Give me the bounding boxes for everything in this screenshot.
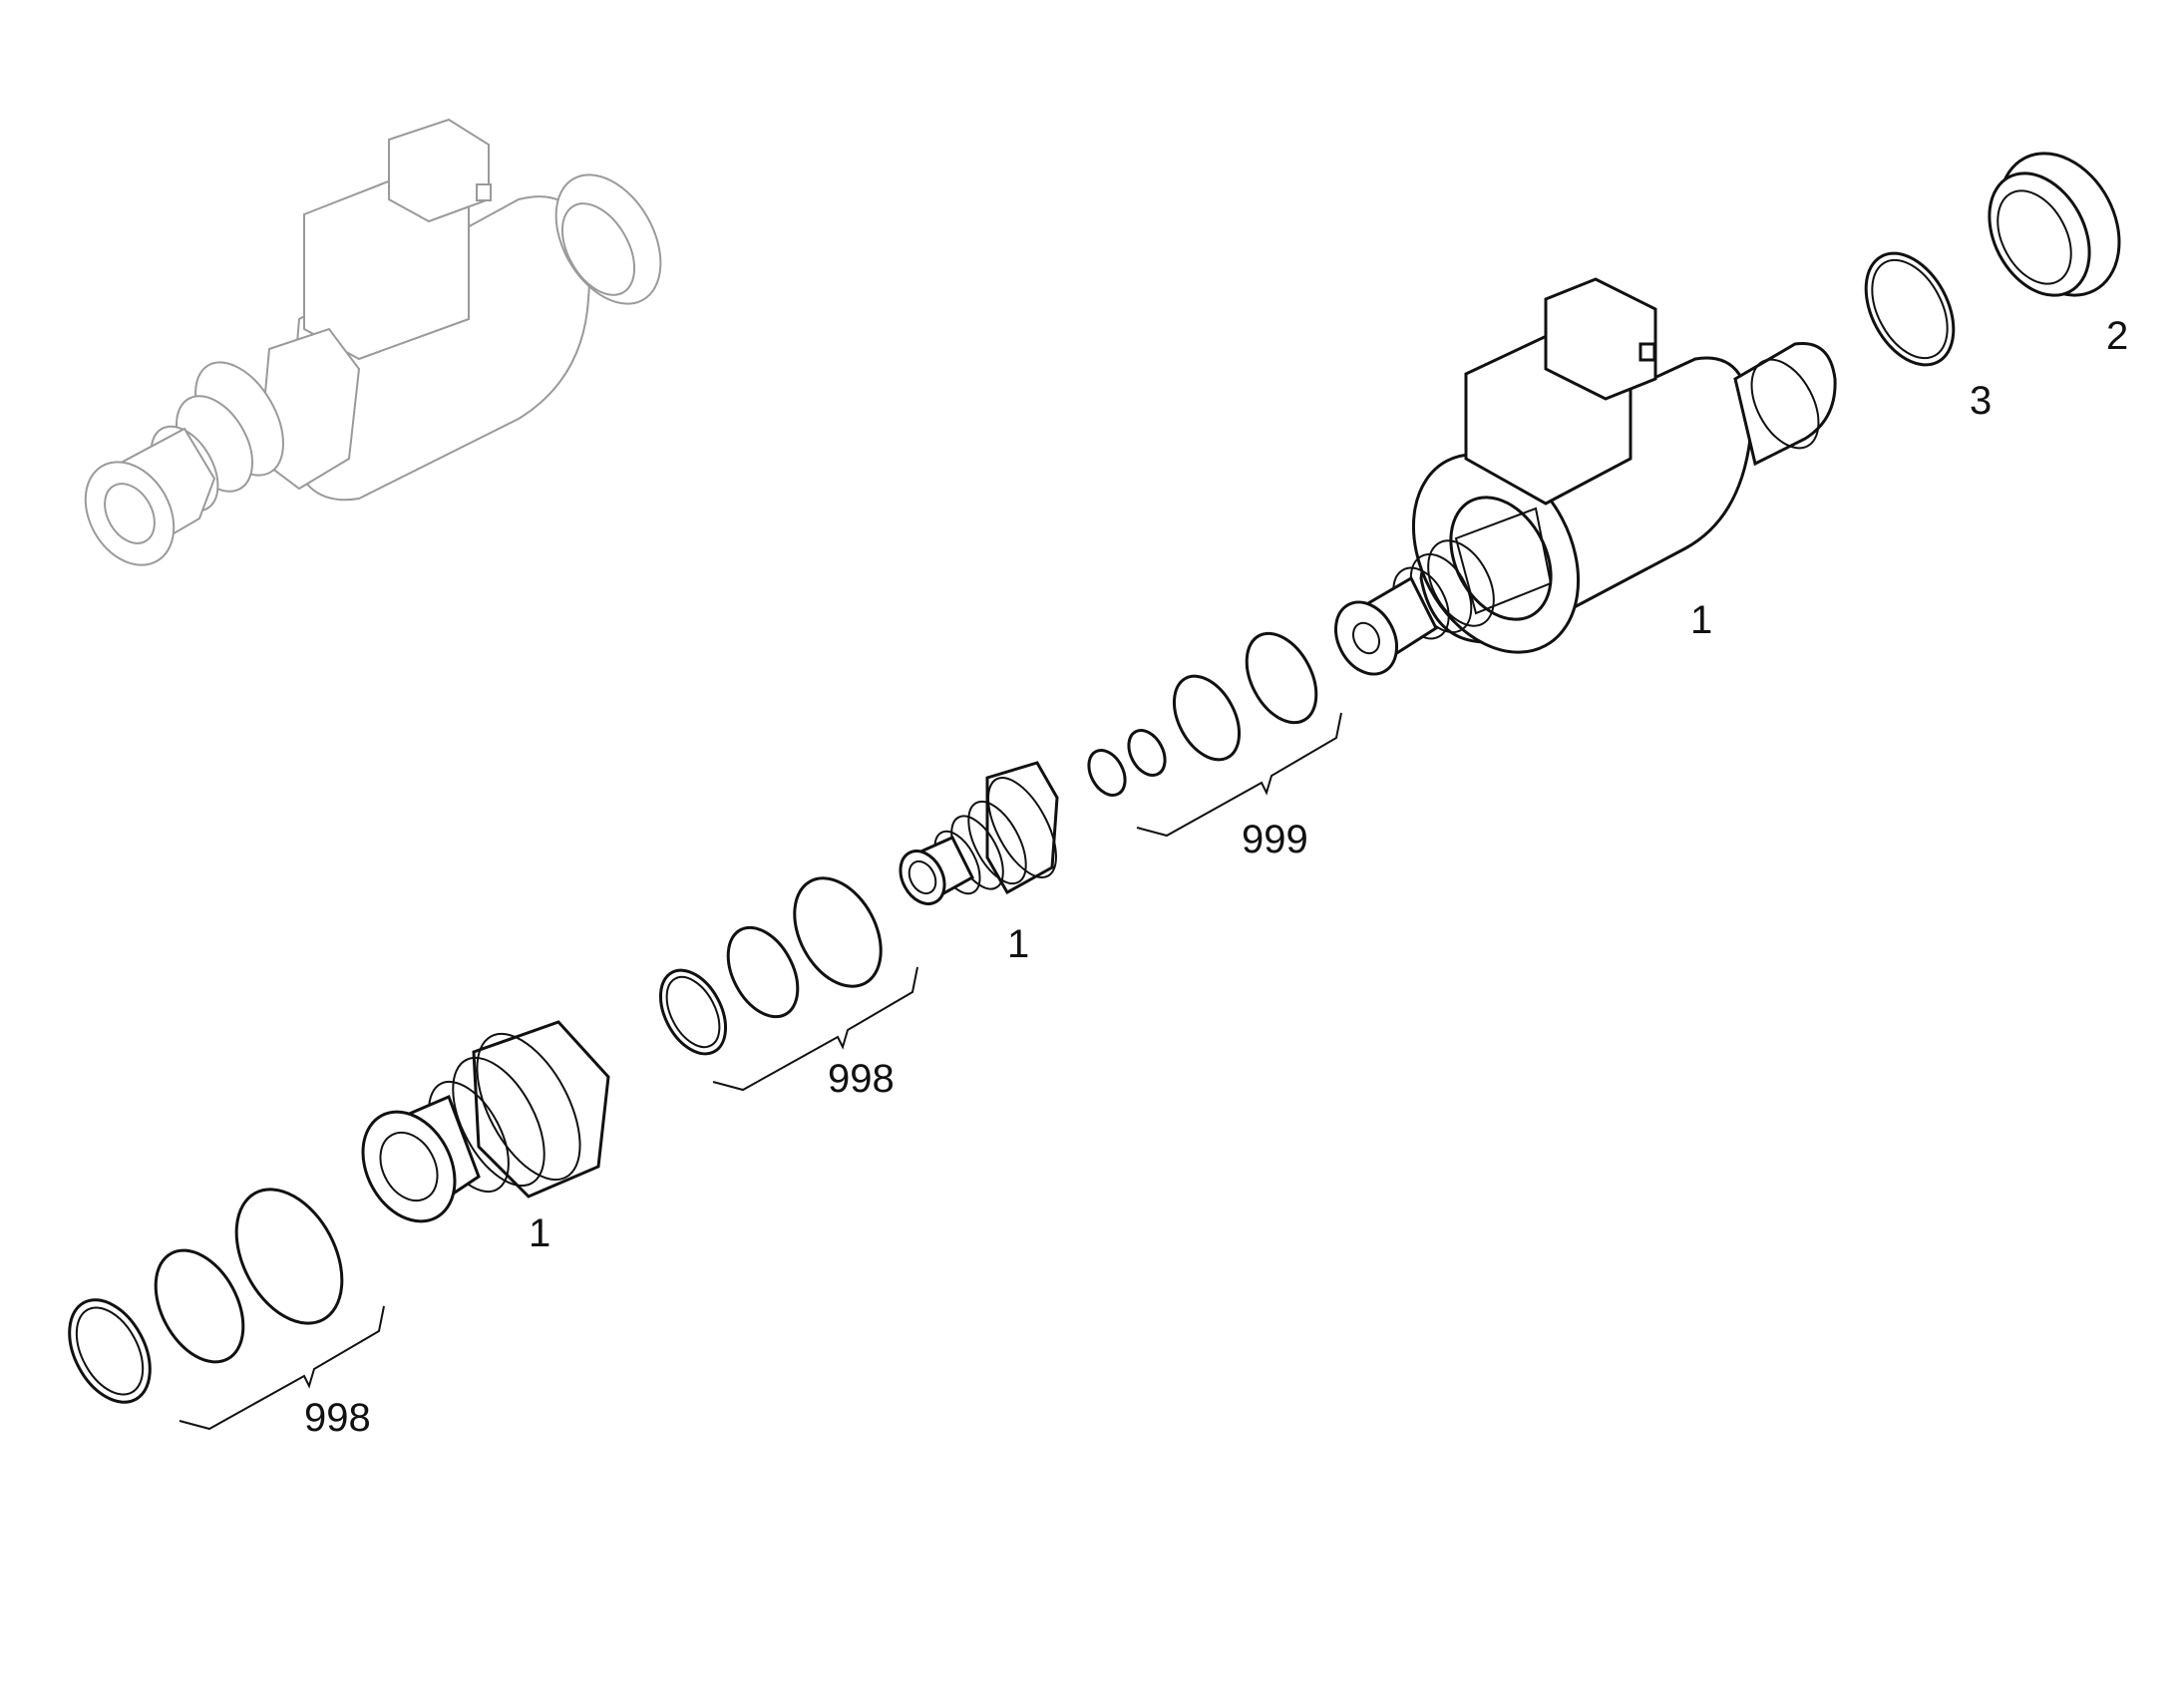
seal-kit-999 [1087, 631, 1342, 838]
seal-kit-998-low [68, 1188, 385, 1431]
callout-3: 3 [1970, 379, 1992, 423]
callout-998-mid: 998 [828, 1057, 895, 1101]
o-ring-3 [1864, 251, 1956, 367]
cartridge-valve-low [361, 1020, 610, 1223]
callout-2: 2 [2106, 314, 2128, 358]
seal-kit-998-mid [658, 876, 918, 1092]
cartridge-valve-mid [899, 761, 1059, 905]
callout-1-mid: 1 [1007, 922, 1029, 966]
callout-1-low: 1 [529, 1211, 550, 1255]
callout-1-solenoid: 1 [1690, 598, 1712, 642]
knurled-nut-2 [1988, 152, 2121, 297]
reference-valve-assembly [84, 118, 662, 566]
callout-999: 999 [1242, 818, 1308, 861]
solenoid-valve-part [1334, 277, 1837, 676]
callout-998-low: 998 [304, 1396, 371, 1440]
